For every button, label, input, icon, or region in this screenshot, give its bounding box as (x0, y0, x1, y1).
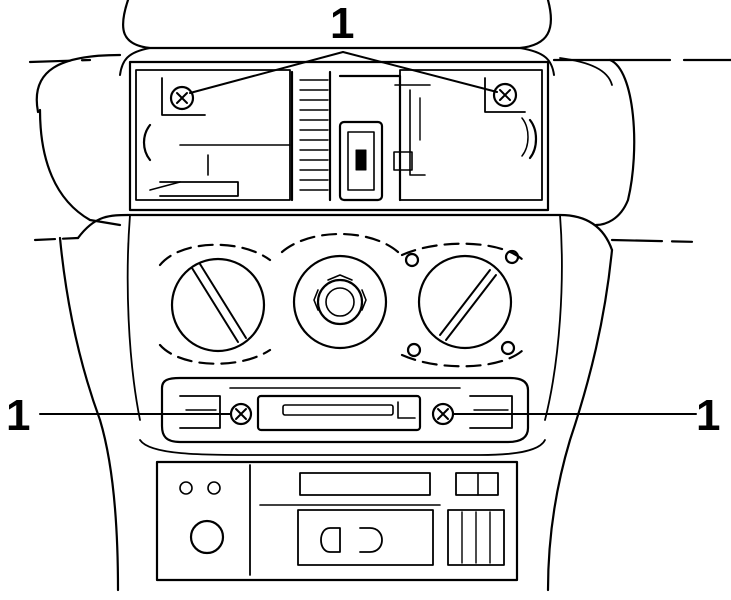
screw-top-left-icon (169, 85, 195, 111)
callout-label-right: 1 (696, 391, 721, 440)
air-distribution-knob (417, 254, 513, 350)
screw-lower-right-icon (431, 402, 455, 426)
console-body (58, 213, 614, 592)
screw-lower-left-icon (229, 402, 253, 426)
temperature-knob (170, 257, 266, 353)
mounting-screws (169, 82, 518, 426)
dashboard-outline (28, 0, 731, 244)
heater-controls (158, 232, 527, 368)
screw-top-right-icon (492, 82, 518, 108)
slider-control-bar (160, 376, 530, 444)
callout-label-left: 1 (6, 391, 31, 440)
callout-leader-lines (39, 51, 697, 415)
radio-unit (155, 460, 519, 582)
callout-label-top: 1 (330, 0, 355, 48)
fan-speed-knob (292, 254, 388, 350)
upper-vent-housing (128, 60, 550, 212)
